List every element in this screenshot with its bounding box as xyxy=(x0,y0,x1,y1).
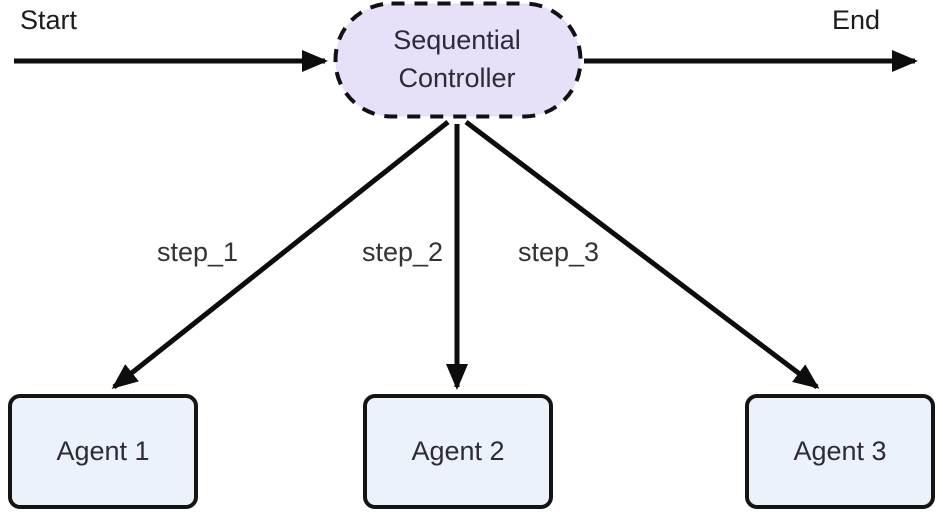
agent-3-label: Agent 3 xyxy=(793,436,887,466)
edge-label-step-3: step_3 xyxy=(518,237,600,267)
start-label: Start xyxy=(20,5,78,35)
edge-controller-to-agent3 xyxy=(464,120,820,389)
agent-2-label: Agent 2 xyxy=(411,436,505,466)
agent-1-label: Agent 1 xyxy=(56,436,150,466)
edge-label-step-2: step_2 xyxy=(362,237,444,267)
controller-node-shape xyxy=(333,1,583,119)
controller-node-label-text: Sequential Controller xyxy=(393,24,521,93)
agent-3-node: Agent 3 xyxy=(745,394,935,509)
edge-controller-to-agent1 xyxy=(111,120,450,389)
edge-label-step-1: step_1 xyxy=(157,237,239,267)
controller-node-label: Sequential Controller xyxy=(347,3,567,116)
agent-1-node: Agent 1 xyxy=(8,394,198,509)
end-label: End xyxy=(832,5,881,35)
agent-2-node: Agent 2 xyxy=(363,394,553,509)
